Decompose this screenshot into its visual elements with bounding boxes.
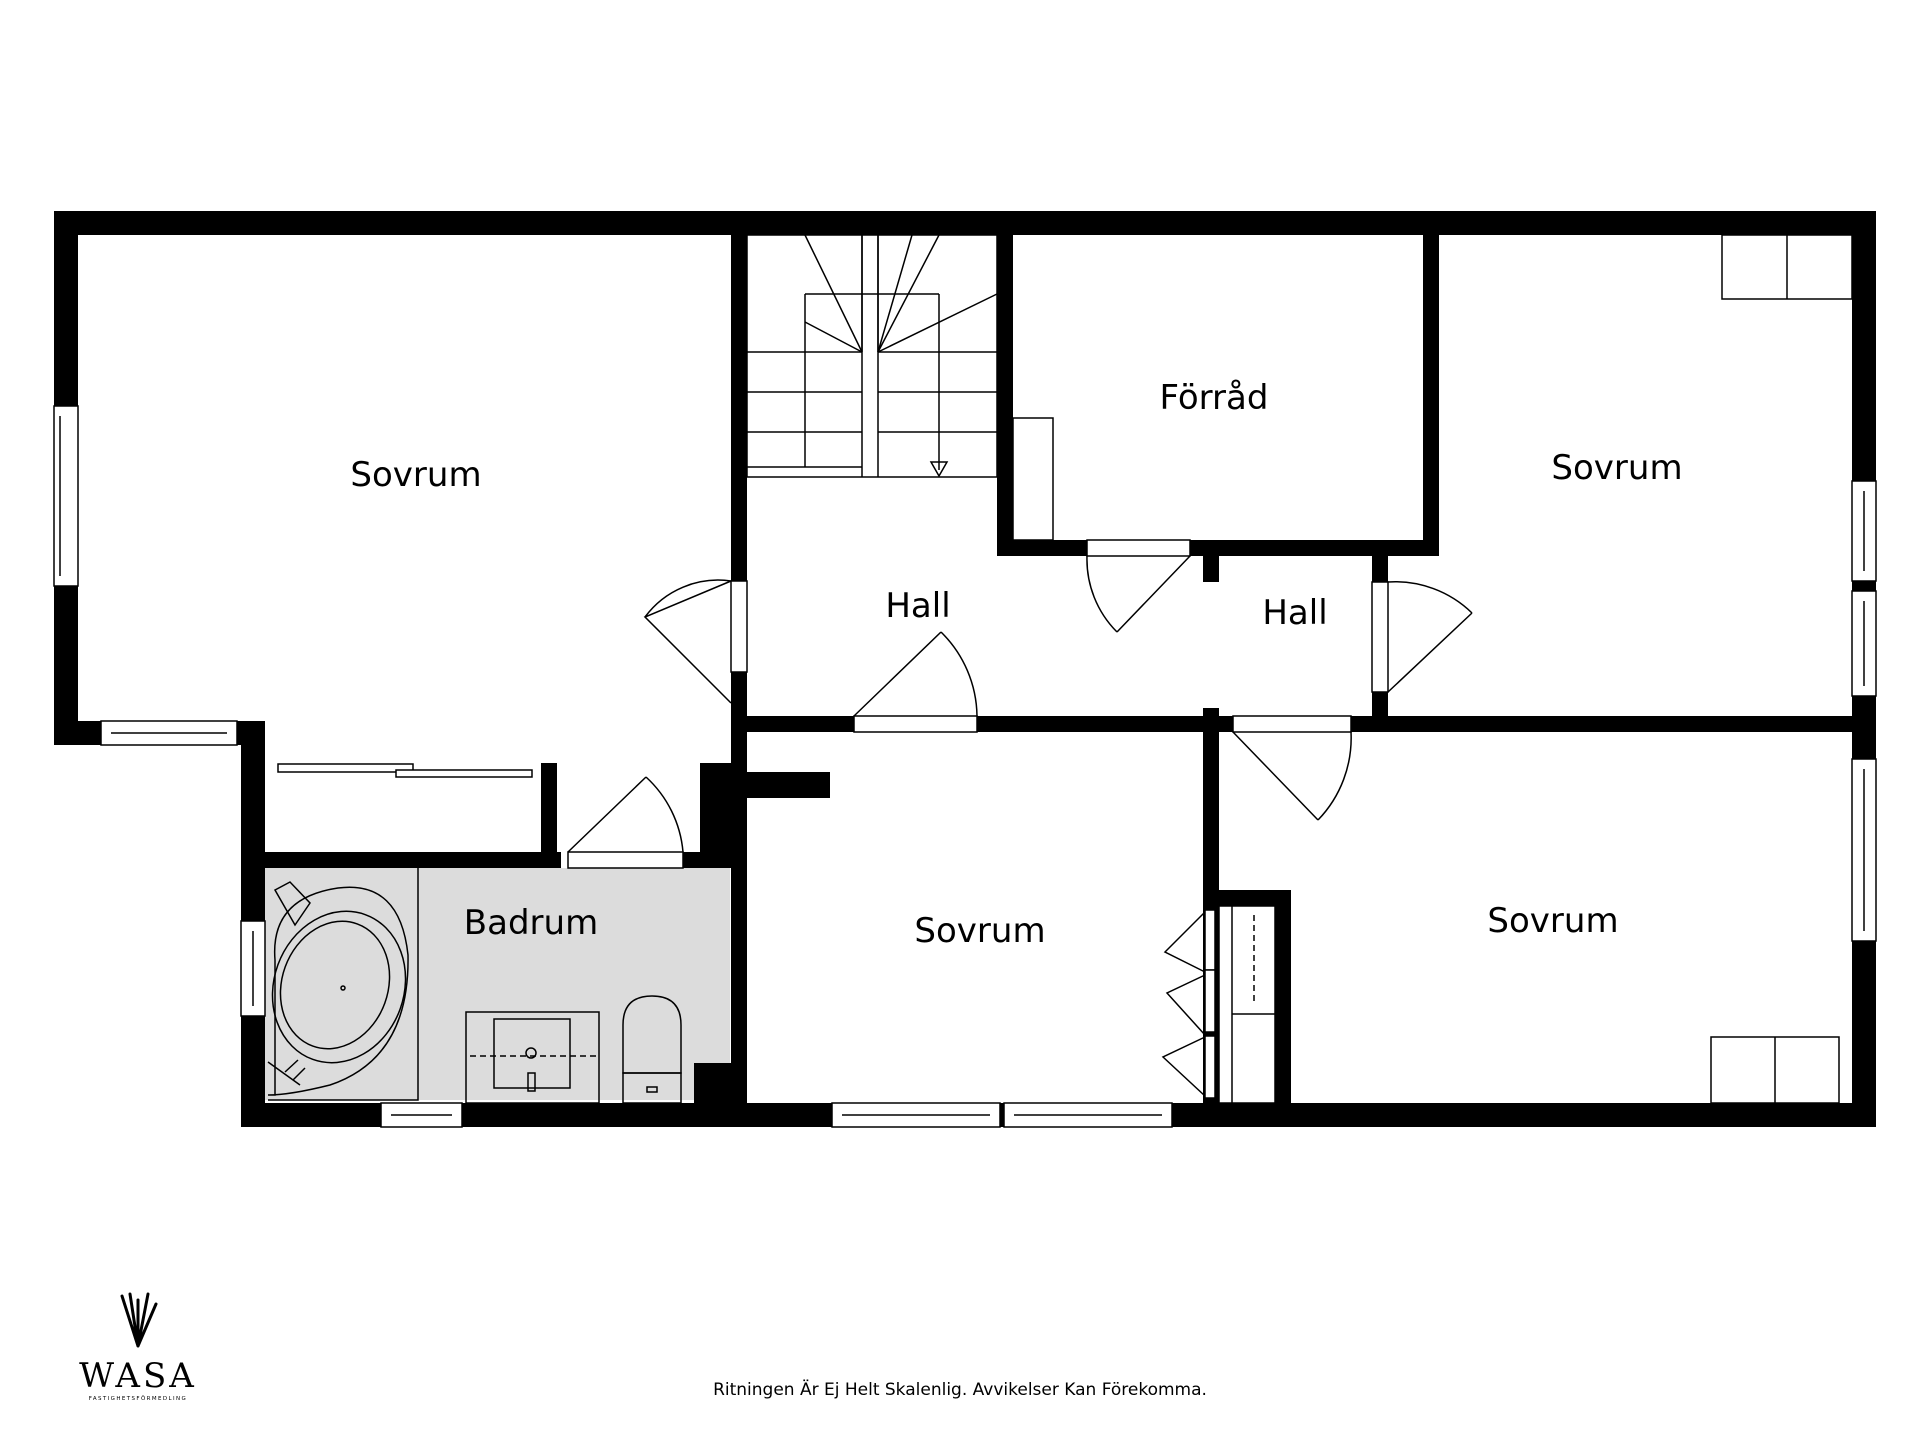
- wardrobe-sovrum-2: [1721, 234, 1853, 300]
- room-label-sovrum-3: Sovrum: [914, 911, 1045, 951]
- disclaimer-text: Ritningen Är Ej Helt Skalenlig. Avvikels…: [713, 1380, 1207, 1400]
- room-label-forrad: Förråd: [1160, 378, 1269, 418]
- room-label-hall-1: Hall: [885, 586, 950, 626]
- toilet-icon: [622, 995, 682, 1104]
- wasa-sheaf-logo-icon: [120, 1292, 158, 1348]
- staircase: [746, 234, 998, 478]
- wardrobe-sovrum-4: [1710, 1036, 1840, 1104]
- brand-logo: WASA FASTIGHETSFÖRMEDLING: [78, 1290, 198, 1402]
- room-label-sovrum-4: Sovrum: [1487, 901, 1618, 941]
- brand-name: WASA: [79, 1356, 197, 1396]
- room-label-hall-2: Hall: [1262, 593, 1327, 633]
- doors: [567, 539, 1473, 1099]
- room-label-sovrum-2: Sovrum: [1551, 448, 1682, 488]
- room-label-sovrum-1: Sovrum: [350, 455, 481, 495]
- brand-subtitle: FASTIGHETSFÖRMEDLING: [88, 1396, 188, 1402]
- storage-shelf: [1012, 417, 1054, 541]
- room-label-badrum: Badrum: [464, 903, 598, 943]
- sink-cabinet-icon: [465, 1011, 600, 1104]
- windows: [53, 405, 1877, 1128]
- closet-shelf: [1218, 905, 1276, 1104]
- bathtub-icon: [267, 868, 419, 1101]
